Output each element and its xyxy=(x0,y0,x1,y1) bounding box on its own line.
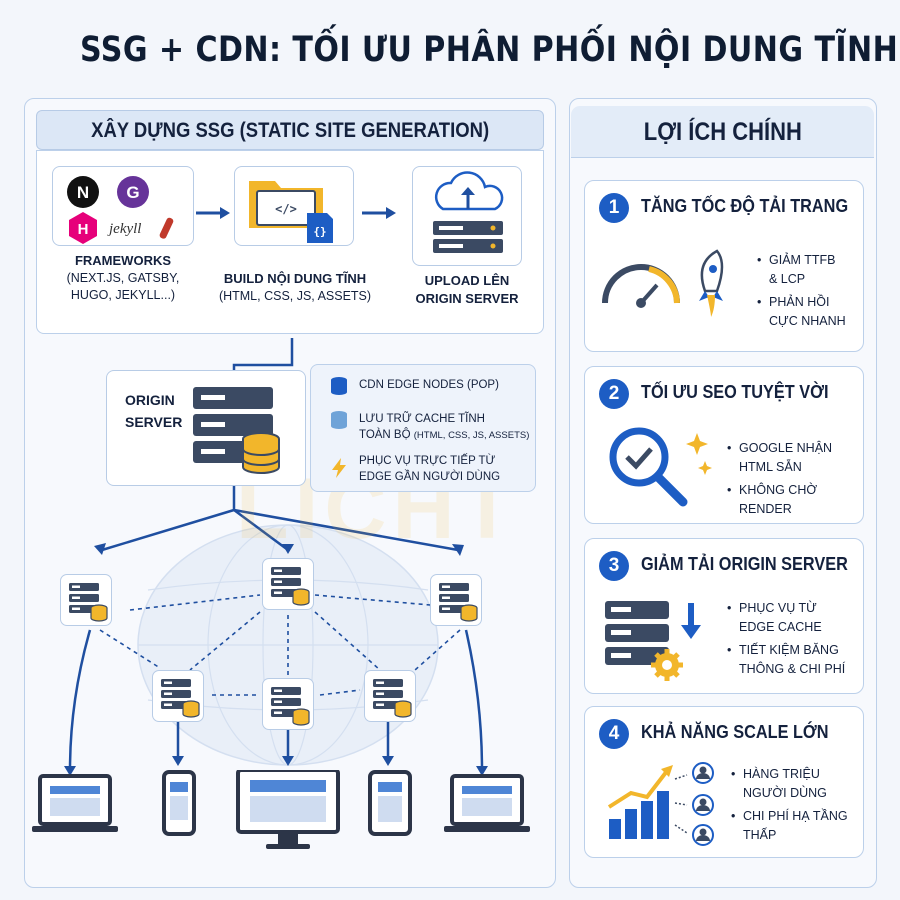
edge-node-icon xyxy=(60,574,112,626)
edge-node-icon xyxy=(364,670,416,722)
page-title: SSG + CDN: TỐI ƯU PHÂN PHỐI NỘI DUNG TĨN… xyxy=(80,30,899,70)
upload-title: UPLOAD LÊN xyxy=(424,273,510,288)
benefit-bullet: GIẢM TTFB& LCP xyxy=(757,251,846,289)
build-label: BUILD NỘI DUNG TĨNH (HTML, CSS, JS, ASSE… xyxy=(210,270,380,305)
legend-item-edge: CDN EDGE NODES (POP) xyxy=(359,377,499,393)
origin-server-icon xyxy=(193,387,280,474)
benefit-title: TĂNG TỐC ĐỘ TẢI TRANG xyxy=(641,195,849,216)
database-icon xyxy=(331,411,347,429)
ssg-section-header: XÂY DỰNG SSG (STATIC SITE GENERATION) xyxy=(36,110,544,150)
server-cache-icon xyxy=(271,567,310,606)
legend-serve-line-2: EDGE GẦN NGƯỜI DÙNG xyxy=(359,471,501,483)
svg-text:G: G xyxy=(126,183,139,202)
monitor-icon xyxy=(236,770,340,849)
benefits-header-text: LỢI ÍCH CHÍNH xyxy=(643,118,802,146)
server-cache-icon xyxy=(373,679,412,718)
edge-node-icon xyxy=(430,574,482,626)
laptop-icon xyxy=(444,774,530,832)
svg-text:H: H xyxy=(78,221,89,238)
frameworks-title: FRAMEWORKS xyxy=(74,253,172,268)
cdn-legend: CDN EDGE NODES (POP) LƯU TRỮ CACHE TĨNH … xyxy=(310,364,536,492)
hugo-logo-icon: H xyxy=(69,212,97,244)
server-cache-icon xyxy=(69,583,108,622)
framework-logos: N G H jekyll xyxy=(67,176,174,244)
gatsby-logo-icon: G xyxy=(117,176,149,208)
svg-text:N: N xyxy=(77,183,89,202)
upload-line-1: ORIGIN SERVER xyxy=(415,291,519,306)
edge-node-icon xyxy=(262,678,314,730)
benefit-title: GIẢM TẢI ORIGIN SERVER xyxy=(641,553,848,574)
benefit-number: 2 xyxy=(599,379,629,409)
origin-label: ORIGIN SERVER xyxy=(125,389,182,433)
benefit-title: TỐI ƯU SEO TUYỆT VỜI xyxy=(641,381,829,402)
origin-label-1: ORIGIN xyxy=(125,392,175,408)
benefits-header: LỢI ÍCH CHÍNH xyxy=(571,106,874,158)
legend-item-cache: LƯU TRỮ CACHE TĨNH TOÀN BỘ (HTML, CSS, J… xyxy=(359,411,529,444)
upload-label: UPLOAD LÊN ORIGIN SERVER xyxy=(396,272,538,308)
legend-cache-line-2-detail: (HTML, CSS, JS, ASSETS) xyxy=(413,430,530,441)
speedometer-rocket-icon xyxy=(602,249,724,317)
build-line-1: (HTML, CSS, JS, ASSETS) xyxy=(218,289,372,303)
svg-text:{}: {} xyxy=(313,225,326,238)
origin-label-2: SERVER xyxy=(125,414,183,430)
server-gear-icon xyxy=(605,601,701,681)
benefit-card-1: 1 TĂNG TỐC ĐỘ TẢI TRANG GIẢM TTFB& LCP P… xyxy=(584,180,864,352)
nextjs-logo-icon: N xyxy=(67,176,99,208)
code-folder-icon: </> {} xyxy=(249,181,333,243)
build-title: BUILD NỘI DUNG TĨNH xyxy=(223,271,367,286)
client-devices xyxy=(32,770,530,849)
ssg-section-header-text: XÂY DỰNG SSG (STATIC SITE GENERATION) xyxy=(91,119,489,142)
frameworks-line-2: HUGO, JEKYLL...) xyxy=(70,288,176,302)
benefit-number: 3 xyxy=(599,551,629,581)
legend-edge-text: CDN EDGE NODES (POP) xyxy=(359,379,499,391)
benefit-number: 1 xyxy=(599,193,629,223)
svg-text:</>: </> xyxy=(275,202,297,216)
flow-arrow-icon xyxy=(362,207,396,219)
jekyll-logo-icon: jekyll xyxy=(107,217,174,239)
origin-server-card: ORIGIN SERVER xyxy=(106,370,306,486)
legend-item-serve: PHỤC VỤ TRỰC TIẾP TỪ EDGE GẦN NGƯỜI DÙNG xyxy=(359,453,500,485)
frameworks-line-1: (NEXT.JS, GATSBY, xyxy=(66,271,180,285)
legend-cache-line-1: LƯU TRỮ CACHE TĨNH xyxy=(359,413,485,425)
phone-icon xyxy=(162,770,196,836)
flow-arrow-icon xyxy=(196,207,230,219)
benefit-card-3: 3 GIẢM TẢI ORIGIN SERVER PHỤC VỤ TỪEDGE … xyxy=(584,538,864,694)
frameworks-label: FRAMEWORKS (NEXT.JS, GATSBY, HUGO, JEKYL… xyxy=(40,252,206,304)
jekyll-logo-text: jekyll xyxy=(107,221,141,237)
magnifier-check-icon xyxy=(609,427,712,507)
legend-cache-line-2: TOÀN BỘ xyxy=(359,429,411,441)
tablet-icon xyxy=(368,770,412,836)
server-cache-icon xyxy=(439,583,478,622)
frameworks-card: N G H jekyll xyxy=(52,166,194,246)
growth-users-icon xyxy=(607,762,714,846)
server-cache-icon xyxy=(271,687,310,726)
benefit-bullet: KHÔNG CHỜ RENDER xyxy=(727,481,863,519)
legend-serve-line-1: PHỤC VỤ TRỰC TIẾP TỪ xyxy=(359,455,496,467)
edge-node-icon xyxy=(152,670,204,722)
cloud-upload-server-icon xyxy=(433,171,504,253)
edge-node-icon xyxy=(262,558,314,610)
laptop-icon xyxy=(32,774,118,832)
upload-card xyxy=(412,166,522,266)
benefit-title: KHẢ NĂNG SCALE LỚN xyxy=(641,721,829,742)
build-card: </> {} xyxy=(234,166,354,246)
database-icon xyxy=(331,377,347,395)
server-cache-icon xyxy=(161,679,200,718)
lightning-icon xyxy=(332,458,346,478)
benefit-number: 4 xyxy=(599,719,629,749)
